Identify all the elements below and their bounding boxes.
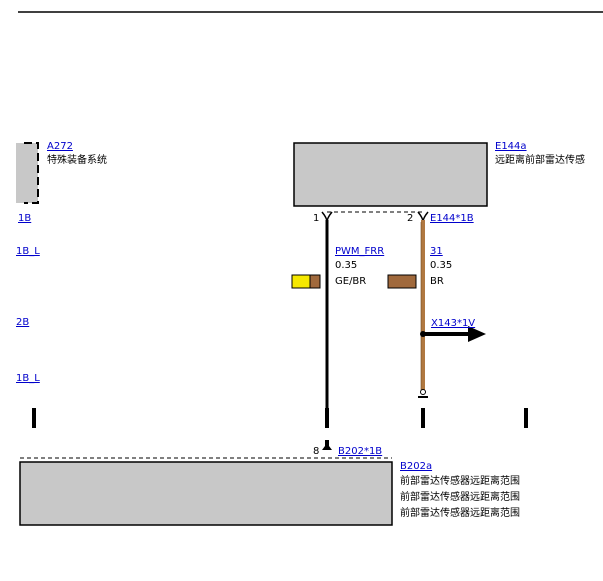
x143-connector-link[interactable]: X143*1V — [431, 318, 475, 329]
e144a-link[interactable]: E144a — [495, 141, 527, 152]
a272-box-outline — [24, 142, 39, 204]
b202-connector-link[interactable]: B202*1B — [338, 446, 382, 457]
e144-pin1-label: 1 — [313, 213, 319, 224]
left-link-2[interactable]: 1B_L — [16, 246, 40, 257]
wire2-color-code: BR — [430, 276, 444, 287]
break-mark-4 — [524, 408, 528, 428]
wire2-end-node — [420, 389, 426, 395]
a272-link[interactable]: A272 — [47, 141, 73, 152]
b202a-link[interactable]: B202a — [400, 461, 432, 472]
e144-connector-link[interactable]: E144*1B — [430, 213, 474, 224]
b202-pin8-label: 8 — [313, 446, 319, 457]
a272-desc: 特殊装备系统 — [47, 153, 107, 166]
left-link-4[interactable]: 1B_L — [16, 373, 40, 384]
left-link-3[interactable]: 2B — [16, 317, 29, 328]
b202a-box[interactable] — [19, 461, 393, 526]
wire1-color-swatch-primary — [291, 274, 311, 289]
b202-pin-stem — [325, 440, 329, 450]
left-link-1[interactable]: 1B — [18, 213, 31, 224]
wire2-color-swatch — [387, 274, 417, 289]
wire1-size: 0.35 — [335, 260, 357, 271]
wire1-signal-link[interactable]: PWM_FRR — [335, 246, 384, 257]
wire1-color-code: GE/BR — [335, 276, 366, 287]
b202a-desc-line1: 前部雷达传感器远距离范围 — [400, 474, 520, 487]
b202a-desc-line3: 前部雷达传感器远距离范围 — [400, 506, 520, 519]
b202a-desc-line2: 前部雷达传感器远距离范围 — [400, 490, 520, 503]
e144a-box[interactable] — [293, 142, 488, 207]
break-mark-3 — [421, 408, 425, 428]
a272-box[interactable] — [16, 143, 38, 203]
break-mark-2 — [325, 408, 329, 428]
wire2-signal-link[interactable]: 31 — [430, 246, 443, 257]
e144a-desc: 远距离前部雷达传感 — [495, 153, 585, 166]
break-mark-1 — [32, 408, 36, 428]
x143-arrow-head[interactable] — [468, 326, 486, 342]
e144-pin2-label: 2 — [407, 213, 413, 224]
wire1-color-swatch-secondary — [309, 274, 321, 289]
wire2-size: 0.35 — [430, 260, 452, 271]
